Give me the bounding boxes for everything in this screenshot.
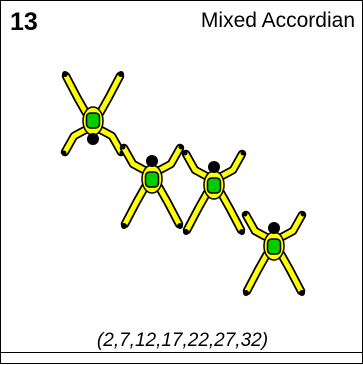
hand — [182, 150, 188, 156]
foot — [118, 71, 124, 77]
right-arm — [94, 124, 126, 157]
left-leg — [61, 71, 91, 118]
harness-container — [85, 112, 101, 129]
foot — [243, 290, 249, 296]
harness-container — [266, 238, 282, 255]
left-arm — [60, 124, 92, 157]
right-arm — [241, 210, 273, 243]
foot — [121, 223, 127, 229]
right-arm — [181, 149, 213, 182]
foot — [239, 229, 245, 235]
formation-title: Mixed Accordian — [200, 9, 355, 32]
harness-container — [206, 177, 222, 194]
hand — [242, 211, 248, 217]
left-arm — [153, 143, 185, 176]
hand — [300, 211, 306, 217]
head — [268, 222, 280, 234]
foot — [183, 229, 189, 235]
right-arm — [119, 143, 151, 176]
jumper-4 — [241, 210, 307, 296]
hand — [240, 150, 246, 156]
jumper-2 — [119, 143, 185, 229]
hand — [61, 150, 67, 156]
jumper-1 — [60, 71, 126, 157]
harness-container — [144, 171, 160, 188]
right-leg — [120, 182, 150, 229]
hand — [120, 144, 126, 150]
left-leg — [276, 249, 306, 296]
footer-divider — [1, 352, 363, 353]
left-leg — [154, 182, 184, 229]
head — [208, 161, 220, 173]
left-arm — [275, 210, 307, 243]
jumper-3 — [181, 149, 247, 235]
foot — [62, 71, 68, 77]
head — [87, 133, 99, 145]
right-leg — [242, 249, 272, 296]
hand — [178, 144, 184, 150]
formation-number: 13 — [10, 8, 38, 36]
dive-sequence: (2,7,12,17,22,27,32) — [96, 330, 269, 351]
right-leg — [182, 188, 212, 235]
foot — [177, 223, 183, 229]
foot — [299, 290, 305, 296]
head — [146, 155, 158, 167]
left-arm — [215, 149, 247, 182]
left-leg — [216, 188, 246, 235]
right-leg — [95, 71, 125, 118]
